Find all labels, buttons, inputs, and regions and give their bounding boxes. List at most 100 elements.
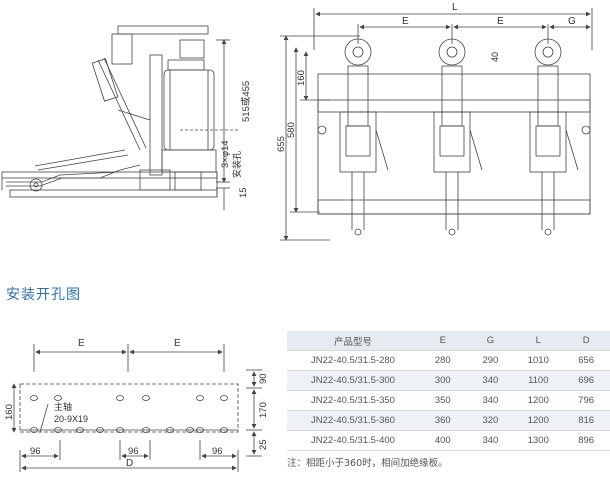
pole-spring <box>345 125 371 157</box>
mount-slot <box>96 427 104 433</box>
mount-dim-25: 25 <box>258 439 269 450</box>
spec-cell: 320 <box>466 410 515 431</box>
dim-40: 40 <box>490 52 500 62</box>
mount-slot <box>54 395 62 401</box>
mount-slot <box>142 427 150 433</box>
spec-cell: 1200 <box>514 390 563 411</box>
spec-cell: JN22-40.5/31.5-360 <box>287 410 419 431</box>
mount-dim-90: 90 <box>258 373 269 384</box>
mount-dim-96a: 96 <box>30 446 41 457</box>
spec-cell: 400 <box>418 430 467 451</box>
side-view <box>1 25 240 210</box>
dim-holes: 3×φ14 <box>220 140 231 168</box>
pole-link <box>565 129 579 171</box>
side-base-bottom <box>9 189 218 198</box>
dim-L: L <box>452 2 458 13</box>
slot-label: 20-9X19 <box>54 414 88 424</box>
spec-cell: 816 <box>562 410 610 431</box>
mount-dim-96c: 96 <box>212 446 223 457</box>
side-pivot <box>29 178 43 192</box>
mounting-view <box>11 344 262 472</box>
spec-cell: 796 <box>562 390 610 411</box>
pole-spring <box>535 125 561 157</box>
pole-arm <box>441 65 463 127</box>
dim-655: 655 <box>276 136 287 152</box>
pole-arm <box>347 65 369 127</box>
spec-cell: 290 <box>466 350 515 371</box>
pole-top-wheel <box>344 38 372 66</box>
dim-side-base: 15 <box>238 187 249 198</box>
side-top-bar <box>117 25 209 35</box>
mount-slot <box>166 427 174 433</box>
pole-foot <box>448 228 456 236</box>
pole-wheel-hub <box>542 46 554 58</box>
front-terminal <box>581 125 591 135</box>
dim-G: G <box>568 16 576 27</box>
mount-slot <box>76 427 84 433</box>
spec-cell: 340 <box>466 390 515 411</box>
mount-slot <box>220 395 228 401</box>
spec-cell: 896 <box>562 430 610 451</box>
mount-dim-170: 170 <box>258 402 269 418</box>
spec-header-cell: D <box>562 331 610 351</box>
spec-cell: JN22-40.5/31.5-300 <box>287 370 419 391</box>
mount-dim-96b: 96 <box>128 446 139 457</box>
spec-header-cell: G <box>466 331 515 351</box>
mount-dim-E2: E <box>174 338 181 349</box>
mount-slot <box>186 427 194 433</box>
spec-cell: 656 <box>562 350 610 371</box>
pole-body <box>529 111 567 173</box>
mount-slot <box>196 395 204 401</box>
mount-dim-160: 160 <box>4 404 15 420</box>
spec-note: 注：相距小于360时，相间加绝缘板。 <box>287 458 448 469</box>
mount-plate <box>19 383 239 433</box>
spec-cell: 340 <box>466 430 515 451</box>
pole-foot <box>544 228 552 236</box>
pole-wheel-hub <box>352 46 364 58</box>
mount-dim-E1: E <box>78 338 85 349</box>
dim-side-height: 515或455 <box>240 81 252 122</box>
pole-body <box>339 111 377 173</box>
mount-slot <box>116 427 124 433</box>
shaft-label: 主轴 <box>54 401 72 412</box>
spec-cell: 1100 <box>514 370 563 391</box>
pole-top-wheel <box>438 38 466 66</box>
dim-160-front: 160 <box>296 70 307 86</box>
spec-cell: JN22-40.5/31.5-350 <box>287 390 419 411</box>
spec-cell: JN22-40.5/31.5-280 <box>287 350 419 371</box>
mount-dim-D: D <box>126 458 133 469</box>
front-view <box>280 8 593 241</box>
mount-slot <box>142 395 150 401</box>
spec-header-cell: 产品型号 <box>287 331 419 351</box>
dim-E1: E <box>402 16 409 27</box>
front-terminal <box>317 125 327 135</box>
dim-580: 580 <box>286 122 297 138</box>
mount-slot <box>220 427 228 433</box>
section-title: 安装开孔图 <box>6 287 81 303</box>
mount-slot <box>116 395 124 401</box>
mount-slot <box>30 427 38 433</box>
side-insulator <box>163 69 215 151</box>
mount-slot <box>30 395 38 401</box>
holes-note: 安装孔 <box>231 151 242 178</box>
pole-link <box>375 129 389 171</box>
pole-arm <box>537 65 559 127</box>
side-base-top <box>1 171 218 179</box>
spec-cell: 1010 <box>514 350 563 371</box>
spec-cell: 1300 <box>514 430 563 451</box>
spec-cell: 1200 <box>514 410 563 431</box>
front-frame <box>317 73 591 215</box>
pole-wheel-hub <box>446 46 458 58</box>
spec-cell: 280 <box>418 350 467 371</box>
mount-slot <box>196 427 204 433</box>
pole-spring <box>439 125 465 157</box>
spec-cell: 300 <box>418 370 467 391</box>
